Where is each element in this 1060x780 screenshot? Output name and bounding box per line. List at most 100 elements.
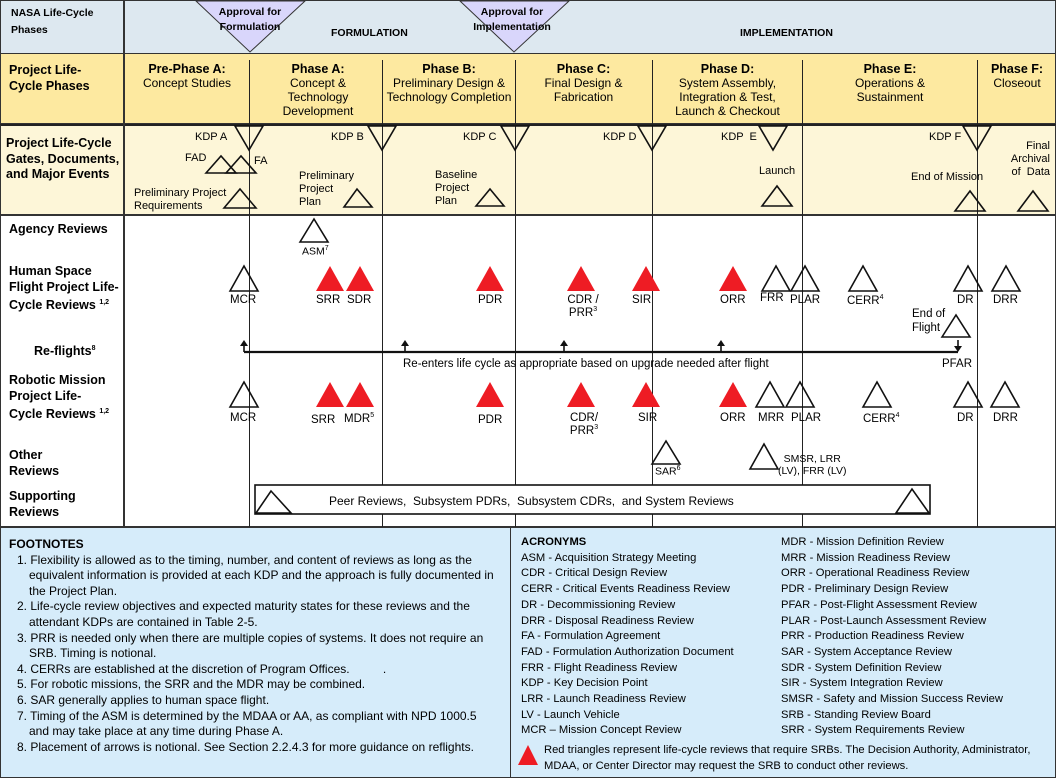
sar-label: SAR6 (655, 465, 681, 478)
fa-label: FA (254, 155, 268, 167)
supporting-reviews-box (254, 484, 931, 515)
acronym-item: DR - Decommissioning Review (521, 598, 676, 611)
hsf-drr-label: DRR (993, 294, 1018, 306)
phase-c: Phase C:Final Design & Fabrication (544, 62, 623, 104)
phase-divider (977, 60, 978, 527)
acronym-item: PLAR - Post-Launch Assessment Review (781, 614, 987, 627)
approval-formulation-icon (194, 0, 307, 53)
phase-e: Phase E:Operations & Sustainment (854, 62, 926, 104)
rm-cerr-icon (861, 380, 893, 408)
acronym-item: SRR - System Requirements Review (781, 724, 965, 737)
phase-divider (802, 60, 803, 527)
hsf-frr-icon (760, 264, 792, 292)
fa-icon (224, 154, 258, 174)
fad-label: FAD (185, 152, 207, 164)
kdp-e-label: KDP E (721, 131, 757, 143)
baseline-plan-icon (474, 187, 506, 207)
hsf-orr-label: ORR (720, 294, 746, 306)
hsf-cerr-label: CERR4 (847, 294, 884, 307)
rm-cdr-prr-label: CDR/PRR3 (569, 412, 599, 437)
acronym-item: CDR - Critical Design Review (521, 567, 668, 580)
project-phases-label: Project Life-Cycle Phases (9, 63, 90, 93)
acronyms-col2: MDR - Mission Definition Review MRR - Mi… (781, 535, 1003, 739)
approval-implementation-label: Approval for Implementation (467, 5, 557, 35)
footnotes-section: FOOTNOTES 1. Flexibility is allowed as t… (9, 537, 499, 755)
rm-mdr-red-icon (346, 382, 374, 407)
acronym-item: SIR - System Integration Review (781, 677, 943, 690)
agency-reviews-label: Agency Reviews (9, 222, 108, 236)
kdp-b-icon (366, 125, 398, 152)
formulation-label: FORMULATION (331, 27, 408, 39)
acronym-item: LRR - Launch Readiness Review (521, 693, 686, 706)
footnote-item: 4. CERRs are established at the discreti… (17, 661, 387, 676)
hsf-frr-label: FRR (760, 292, 784, 304)
legend-red-triangle-icon (518, 745, 538, 765)
approval-markers (194, 0, 571, 53)
hsf-dr-icon (952, 264, 984, 292)
supporting-reviews-text: Peer Reviews, Subsystem PDRs, Subsystem … (329, 494, 734, 508)
asm-icon (298, 217, 330, 243)
acronym-item: SDR - System Definition Review (781, 661, 942, 674)
reflight-arrow-up-icon (401, 340, 409, 346)
kdp-a-label: KDP A (195, 131, 228, 143)
reflight-line (240, 340, 962, 354)
asm-label: ASM7 (302, 245, 329, 258)
supporting-end-icon (894, 487, 931, 514)
rm-plar-label: PLAR (791, 412, 822, 424)
acronym-item: LV - Launch Vehicle (521, 708, 620, 721)
end-mission-label: End of Mission (911, 171, 984, 183)
hsf-sdr-label: SDR (347, 294, 372, 306)
robotic-reviews-label: Robotic Mission Project Life-Cycle Revie… (9, 373, 110, 422)
gates-markers (204, 125, 1050, 212)
acronym-item: ASM - Acquisition Strategy Meeting (521, 551, 697, 564)
approval-formulation-label: Approval for Formulation (210, 5, 290, 35)
phase-divider (382, 60, 383, 527)
footnote-item: 3. PRR is needed only when there are mul… (17, 630, 484, 661)
fad-icon (204, 154, 238, 174)
rm-dr-icon (952, 380, 984, 408)
phase-divider (515, 60, 516, 527)
final-archival-icon (1016, 189, 1050, 212)
left-column-divider (123, 0, 125, 527)
footnote-divider (510, 528, 511, 777)
acronym-item: SMSR - Safety and Mission Success Review (781, 693, 1003, 706)
phase-divider (249, 60, 250, 527)
rm-drr-icon (989, 380, 1021, 408)
human-reviews-label: Human Space Flight Project Life-Cycle Re… (9, 264, 119, 313)
sar-icon (650, 439, 682, 465)
acronym-item: PFAR - Post-Flight Assessment Review (781, 598, 977, 611)
hsf-cdr-red-icon (567, 266, 595, 291)
rm-srr-red-icon (316, 382, 344, 407)
acronym-item: FA - Formulation Agreement (521, 630, 661, 643)
kdp-a-icon (233, 125, 265, 152)
kdp-c-icon (499, 125, 531, 152)
rm-mcr-label: MCR (230, 412, 257, 424)
kdp-d-label: KDP D (603, 131, 637, 143)
smsr-label: SMSR, LRR(LV), FRR (LV) (778, 453, 847, 477)
hsf-pdr-red-icon (476, 266, 504, 291)
kdp-c-label: KDP C (463, 131, 497, 143)
phase-b: Phase B:Preliminary Design & Technology … (386, 62, 512, 104)
rm-mcr-icon (228, 380, 260, 408)
acronym-item: PRR - Production Readiness Review (781, 630, 964, 643)
hsf-srr-red-icon (316, 266, 344, 291)
phase-a: Phase A:Concept & Technology Development (282, 62, 354, 118)
nasa-phases-label: NASA Life-Cycle Phases (11, 7, 94, 36)
hsf-sdr-red-icon (346, 266, 374, 291)
gates-band (0, 124, 1056, 215)
kdp-f-label: KDP F (929, 131, 962, 143)
hsf-srr-label: SRR (316, 294, 341, 306)
hsf-mcr-icon (228, 264, 260, 292)
rm-pdr-label: PDR (478, 414, 503, 426)
reflight-arrow-up-icon (560, 340, 568, 346)
smsr-icon (748, 442, 780, 470)
acronym-item: MCR – Mission Concept Review (521, 724, 682, 737)
rm-mdr-label: MDR5 (344, 412, 375, 425)
pfar-label: PFAR (942, 358, 973, 370)
acronym-item: PDR - Preliminary Design Review (781, 583, 949, 596)
rm-cerr-label: CERR4 (863, 412, 900, 425)
launch-label: Launch (759, 165, 796, 177)
rm-sir-red-icon (632, 382, 660, 407)
